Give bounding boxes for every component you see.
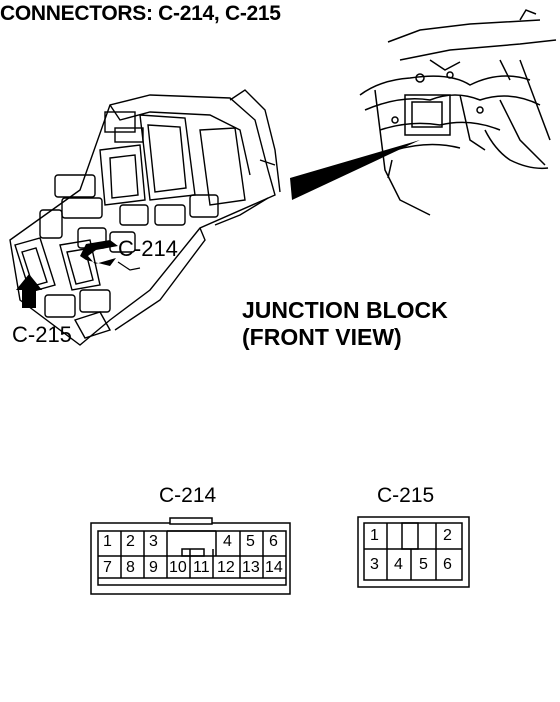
c214-pin: 11: [193, 559, 210, 576]
callout-c214: C-214: [118, 236, 178, 261]
c215-pin: 5: [419, 556, 428, 573]
c215-pin: 4: [394, 556, 403, 573]
dashboard-sketch: [359, 9, 557, 216]
c214-pin: 14: [265, 559, 283, 576]
junction-block-body: [9, 89, 281, 346]
c214-pin: 8: [126, 559, 135, 576]
connector-c214-title: C-214: [159, 484, 217, 507]
arrow-c215: [16, 274, 42, 308]
arrow-c214: [80, 240, 118, 266]
pointer-wedge: [290, 140, 420, 200]
c214-pin: 13: [242, 559, 260, 576]
c214-pin: 1: [103, 533, 112, 550]
c214-pin: 10: [169, 559, 187, 576]
junction-block-line2: (FRONT VIEW): [242, 324, 402, 350]
connector-c215-face: [357, 516, 470, 588]
c215-pin: 2: [443, 527, 452, 544]
junction-block-label: JUNCTION BLOCK (FRONT VIEW): [242, 297, 448, 351]
c214-pin: 5: [246, 533, 255, 550]
callout-c215: C-215: [12, 322, 72, 347]
c214-pin: 2: [126, 533, 135, 550]
c214-pin: 7: [103, 559, 112, 576]
junction-block-line1: JUNCTION BLOCK: [242, 297, 448, 323]
c214-pin: 4: [223, 533, 232, 550]
c215-pin: 1: [370, 527, 379, 544]
c214-pin: 3: [149, 533, 158, 550]
c214-pin: 12: [217, 559, 235, 576]
c214-pin: 6: [269, 533, 278, 550]
connector-c214-face: [90, 517, 291, 595]
connector-c215-title: C-215: [377, 484, 435, 507]
page-title: CONNECTORS: C-214, C-215: [0, 2, 281, 25]
c215-pin: 3: [370, 556, 379, 573]
c215-pin: 6: [443, 556, 452, 573]
c214-pin: 9: [149, 559, 158, 576]
